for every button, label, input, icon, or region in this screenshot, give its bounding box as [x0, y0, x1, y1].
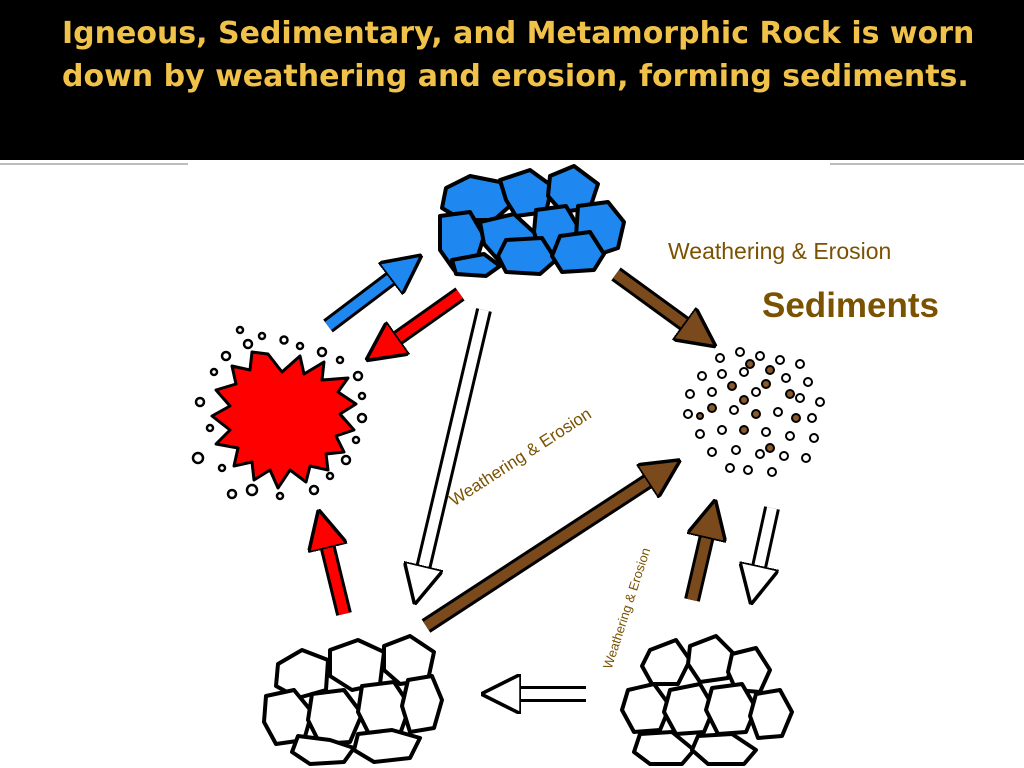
arrow-right-rock-to-sediments: [684, 514, 712, 602]
arrows: [322, 264, 780, 694]
divider-right: [830, 163, 1024, 165]
arrow-sediments-to-right-rock: [754, 506, 780, 590]
divider-left: [0, 163, 188, 165]
sediment-pile: [683, 347, 825, 477]
metamorphic-rock-blue: [438, 164, 626, 278]
sedimentary-rock-white: [262, 634, 444, 766]
arrow-bottom-rock-to-magma: [322, 524, 352, 616]
arrow-magma-to-blue-rock: [323, 264, 410, 333]
arrow-blue-rock-to-magma: [378, 287, 465, 352]
magma-blob-red: [191, 325, 368, 501]
metamorphic-rock-white: [620, 634, 794, 766]
slide-title: Igneous, Sedimentary, and Metamorphic Ro…: [62, 16, 975, 94]
arrow-blue-rock-to-sediments: [611, 267, 704, 338]
sediments-label: Sediments: [762, 286, 939, 325]
title-bar: [0, 0, 1024, 160]
arrow-blue-rock-to-bottom-rock: [418, 308, 492, 590]
weathering-label-top: Weathering & Erosion: [668, 238, 892, 264]
arrow-bottom-rock-to-sediments: [421, 468, 668, 633]
